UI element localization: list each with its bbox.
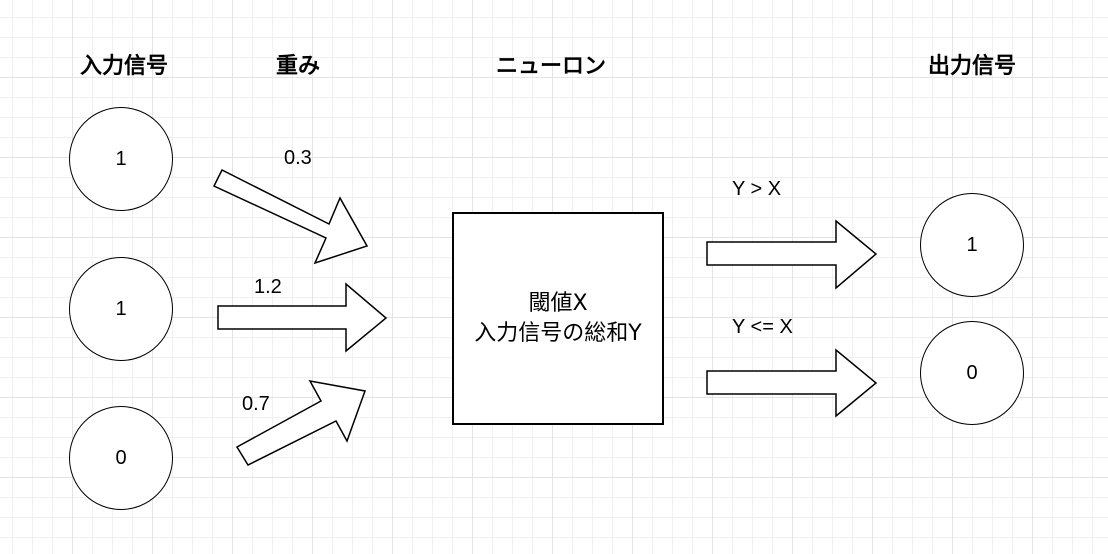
input-node: 1 [69,107,173,211]
input-node: 1 [69,257,173,361]
condition-label: Y > X [732,178,782,200]
input-signal-header: 入力信号 [79,54,169,79]
output-node: 1 [920,193,1024,297]
neuron-box: 閾値X 入力信号の総和Y [452,212,664,425]
output-arrow-2 [706,348,878,418]
input-arrow-3 [235,379,367,466]
input-node: 0 [69,406,173,510]
neuron-threshold-label: 閾値X [528,290,588,316]
output-node: 0 [920,321,1024,425]
weight-label: 0.3 [284,147,312,169]
output-arrow-1 [706,219,878,290]
weight-header: 重み [275,54,321,79]
neuron-header: ニューロン [495,54,607,79]
weight-label: 1.2 [254,276,282,298]
neuron-sum-label: 入力信号の総和Y [474,320,642,346]
input-arrow-2 [217,282,388,353]
weight-label: 0.7 [242,393,270,415]
output-signal-header: 出力信号 [927,54,1017,79]
input-arrow-1 [212,168,369,265]
condition-label: Y <= X [732,316,793,338]
